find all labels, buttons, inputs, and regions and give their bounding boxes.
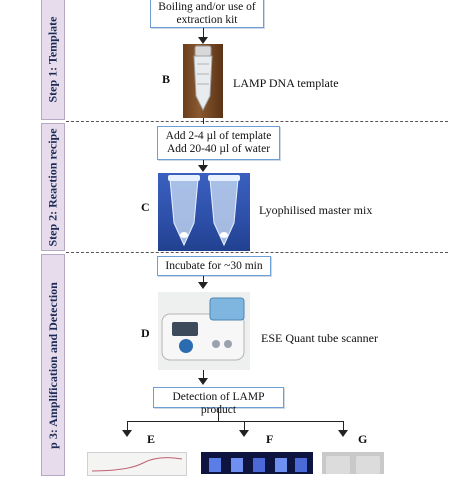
panel-caption-c: Lyophilised master mix bbox=[259, 203, 373, 217]
step-3-label: p 3: Amplification and Detection bbox=[45, 281, 60, 449]
reaction-line-1: Add 2-4 µl of template bbox=[165, 130, 272, 142]
arrow-line-4 bbox=[203, 276, 204, 283]
panel-letter-b: B bbox=[162, 72, 171, 86]
step-1-label: Step 1: Template bbox=[45, 15, 60, 103]
incubate-box: Incubate for ~30 min bbox=[157, 256, 271, 276]
branch-left-arrow bbox=[122, 430, 132, 437]
fluorescent-tubes-icon bbox=[209, 458, 307, 472]
arrow-head-4 bbox=[198, 282, 208, 289]
arrow-line-2 bbox=[203, 118, 204, 124]
reaction-line-2: Add 20-40 µl of water bbox=[166, 143, 271, 155]
result-g-photo bbox=[322, 452, 384, 474]
arrow-line-5 bbox=[203, 370, 204, 379]
arrow-line-6 bbox=[218, 408, 219, 421]
result-e-photo bbox=[87, 452, 187, 476]
detection-box: Detection of LAMP product bbox=[153, 387, 284, 416]
curve-plot-icon bbox=[91, 457, 183, 472]
gray-tubes-icon bbox=[326, 456, 380, 474]
branch-left-line bbox=[127, 421, 128, 431]
two-tubes-icon bbox=[168, 175, 240, 247]
arrow-head-1 bbox=[198, 37, 208, 44]
arrow-line-3 bbox=[203, 160, 204, 166]
extraction-text: Boiling and/or use of extraction kit bbox=[158, 1, 256, 26]
arrow-head-3 bbox=[198, 165, 208, 172]
step-2-band bbox=[41, 123, 65, 251]
separator-step-2-3 bbox=[66, 252, 448, 253]
panel-letter-f: F bbox=[266, 432, 274, 446]
branch-mid-arrow bbox=[239, 430, 249, 437]
branch-right-arrow bbox=[338, 430, 348, 437]
extraction-box: Boiling and/or use of extraction kit bbox=[150, 0, 264, 28]
panel-caption-b: LAMP DNA template bbox=[233, 76, 339, 90]
panel-letter-d: D bbox=[141, 326, 150, 340]
step-2-label: Step 2: Reaction recipe bbox=[45, 127, 60, 247]
scanner-photo bbox=[158, 292, 250, 370]
scanner-device-icon bbox=[161, 297, 245, 361]
reaction-box: Add 2-4 µl of template Add 20-40 µl of w… bbox=[157, 126, 280, 160]
panel-letter-c: C bbox=[141, 200, 150, 214]
result-f-photo bbox=[201, 452, 313, 474]
step-3-band bbox=[41, 254, 65, 476]
branch-line bbox=[127, 421, 343, 422]
panel-letter-g: G bbox=[358, 432, 368, 446]
panel-letter-e: E bbox=[147, 432, 156, 446]
panel-caption-d: ESE Quant tube scanner bbox=[261, 331, 378, 345]
tube-icon bbox=[193, 45, 213, 112]
separator-step-1-2 bbox=[66, 121, 448, 122]
arrow-head-5 bbox=[198, 378, 208, 385]
step-2-label-wrap: Step 2: Reaction recipe bbox=[41, 123, 65, 251]
step-1-label-wrap: Step 1: Template bbox=[41, 0, 65, 120]
dna-tube-photo bbox=[183, 44, 223, 118]
step-1-band bbox=[41, 0, 65, 120]
incubate-text: Incubate for ~30 min bbox=[165, 260, 263, 272]
branch-right-line bbox=[343, 421, 344, 431]
master-mix-photo bbox=[158, 173, 250, 251]
branch-mid-line bbox=[244, 421, 245, 431]
arrow-line-1 bbox=[203, 28, 204, 38]
step-3-label-wrap: p 3: Amplification and Detection bbox=[41, 254, 65, 476]
